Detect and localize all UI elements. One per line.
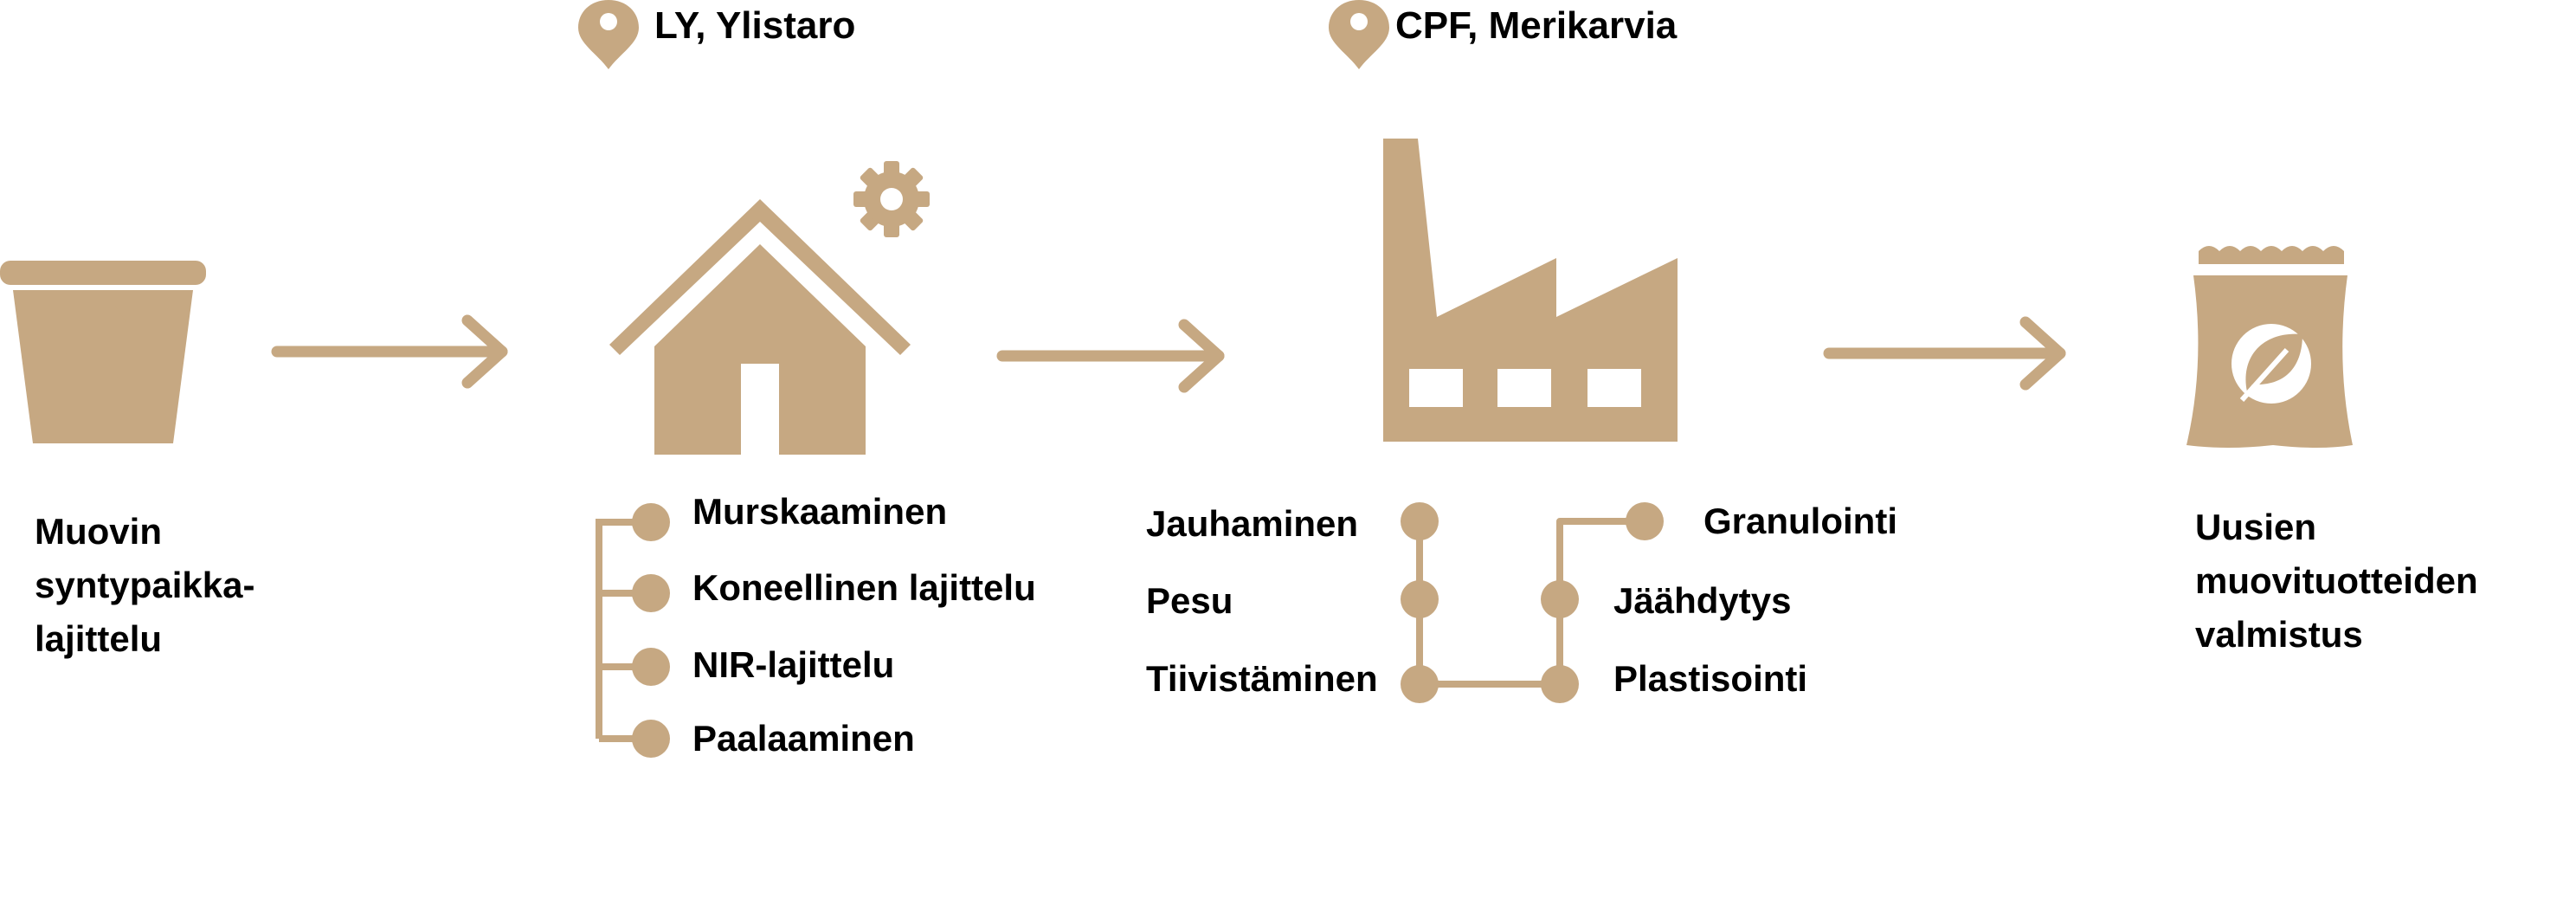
flow-arrow-1 [271,314,508,389]
ly-step-dot [632,648,670,686]
stage-label-product: Uusien muovituotteiden valmistus [2195,501,2478,662]
stage-label-line: Muovin [35,511,162,552]
factory-window [1497,369,1551,407]
cpf-step-label: Plastisointi [1613,658,1808,699]
leaf-icon [2231,324,2311,404]
cpf-step-dot [1401,580,1439,618]
cpf-step-label: Granulointi [1703,501,1897,541]
leaf-bag-icon [2186,246,2353,448]
recycle-bin-icon [0,261,206,443]
ly-step-label: Murskaaminen [692,491,948,532]
location-pin-icon [1329,0,1389,69]
stage-label-line: syntypaikka- [35,565,255,605]
stage-label-line: muovituotteiden [2195,560,2478,601]
bag-top-seal [2199,246,2344,264]
ly-step-connector [596,519,651,742]
flow-arrow-2 [996,319,1225,393]
gear-icon [853,161,930,237]
ly-step-dot [632,574,670,612]
factory-window [1409,369,1463,407]
stage-label-line: lajittelu [35,618,163,659]
cpf-step-label: Jauhaminen [1146,503,1359,544]
factory-icon [1383,139,1678,442]
ly-step-label: Koneellinen lajittelu [692,567,1036,608]
cpf-step-label: Pesu [1146,580,1233,621]
flow-arrow-3 [1823,316,2066,391]
location-label-cpf: CPF, Merikarvia [1395,4,1678,47]
factory-window [1587,369,1641,407]
bin-rim [0,261,206,285]
cpf-step-dot [1541,580,1579,618]
house-body [654,244,866,455]
cpf-step-connector [1416,518,1645,688]
ly-step-label: Paalaaminen [692,718,915,759]
cpf-step-dot [1626,502,1664,540]
cpf-step-label: Tiivistäminen [1146,658,1378,699]
ly-step-label: NIR-lajittelu [692,644,895,685]
recycle-symbol-icon [52,304,159,402]
stage-label-source: Muovin syntypaikka- lajittelu [35,505,254,666]
cpf-step-dot [1541,665,1579,703]
house-with-gear-icon [609,161,930,455]
cpf-step-label: Jäähdytys [1613,580,1792,621]
ly-step-dot [632,503,670,541]
stage-label-line: valmistus [2195,614,2363,655]
ly-step-dot [632,720,670,758]
pin-hole [600,13,617,30]
bin-body [13,290,193,443]
factory-body [1383,139,1678,442]
location-pin-icon [578,0,639,69]
location-label-ly: LY, Ylistaro [654,4,856,47]
cpf-step-dot [1401,665,1439,703]
cpf-step-dot [1401,502,1439,540]
stage-label-line: Uusien [2195,507,2317,547]
pin-hole [1350,13,1368,30]
